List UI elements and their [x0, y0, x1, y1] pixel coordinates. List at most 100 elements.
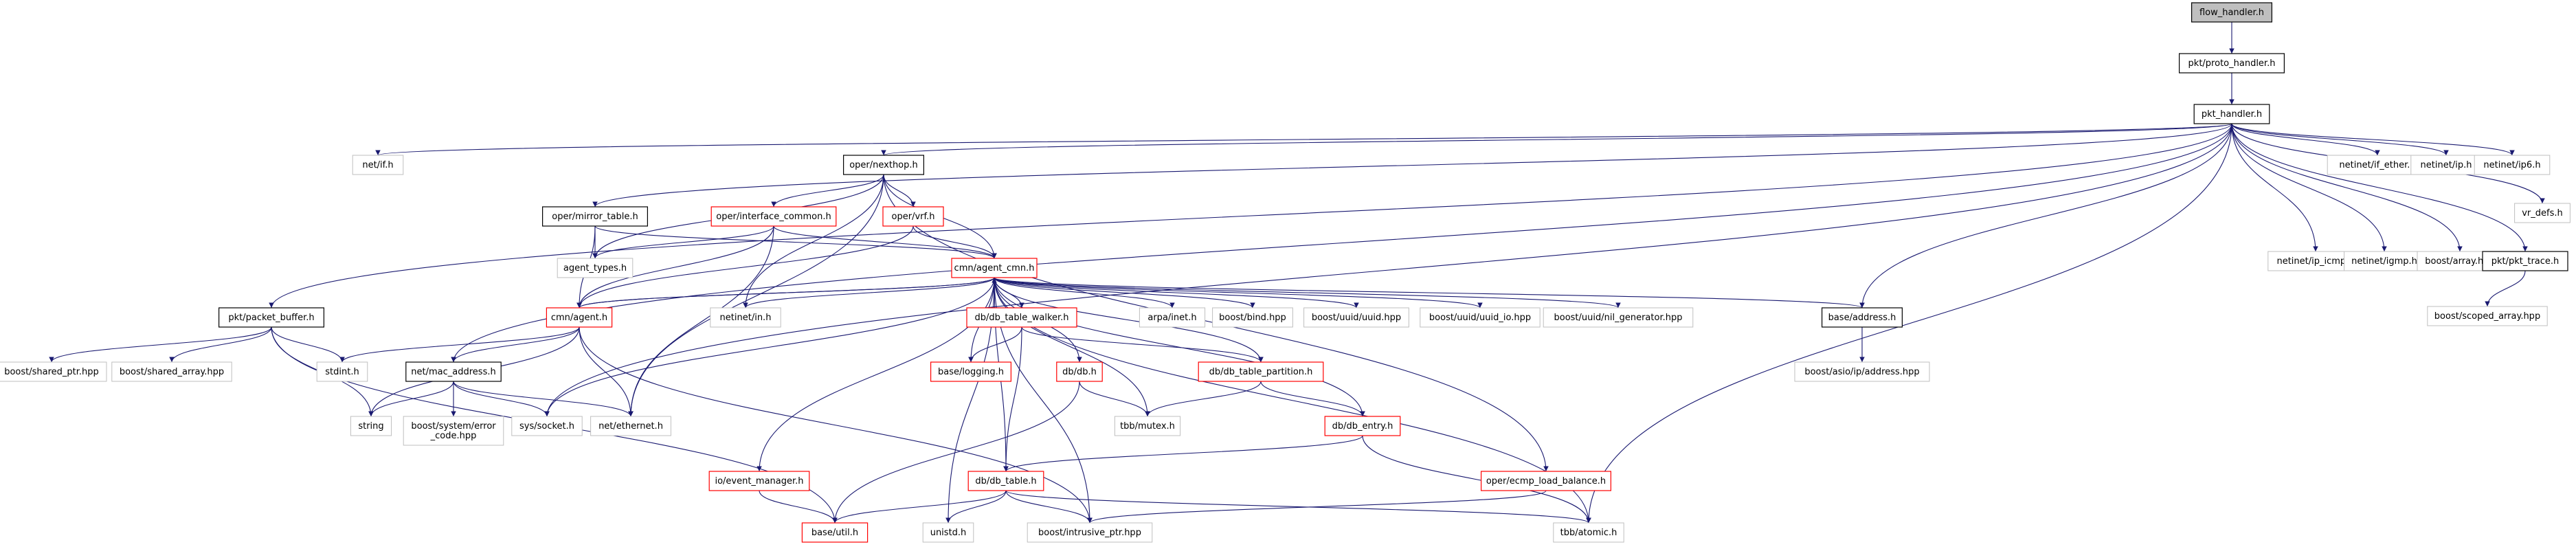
node-boost-shared-array[interactable]: boost/shared_array.hpp: [111, 361, 232, 382]
edge-db-db-to-tbb-mutex: [1079, 381, 1150, 417]
node-label: boost/shared_array.hpp: [120, 367, 224, 377]
node-db-entry[interactable]: db/db_entry.h: [1324, 416, 1401, 436]
node-box: [1056, 361, 1103, 382]
node-flow-handler[interactable]: flow_handler.h: [2191, 2, 2273, 23]
node-boost-intrusive-ptr[interactable]: boost/intrusive_ptr.hpp: [1027, 522, 1153, 543]
node-oper-nexthop[interactable]: oper/nexthop.h: [842, 155, 924, 175]
node-label: io/event_manager.h: [715, 476, 803, 486]
node-label: oper/ecmp_load_balance.h: [1486, 476, 1606, 486]
node-oper-mirror-table[interactable]: oper/mirror_table.h: [541, 206, 648, 227]
node-base-util[interactable]: base/util.h: [801, 522, 869, 543]
node-pkt-trace[interactable]: pkt/pkt_trace.h: [2482, 251, 2568, 271]
node-agent-types[interactable]: agent_types.h: [557, 258, 634, 278]
node-io-event-manager[interactable]: io/event_manager.h: [708, 471, 810, 491]
node-cmn-agent-cmn[interactable]: cmn/agent_cmn.h: [951, 258, 1038, 278]
node-box: [590, 416, 671, 436]
node-box: [2193, 104, 2270, 124]
node-stdint[interactable]: stdint.h: [316, 361, 368, 382]
node-label: boost/uuid/uuid.hpp: [1312, 313, 1401, 323]
node-label: agent_types.h: [563, 263, 627, 273]
node-oper-vrf[interactable]: oper/vrf.h: [882, 206, 944, 227]
node-label: sys/socket.h: [519, 421, 574, 432]
edge-oper-vrf-to-cmn-agent-cmn: [912, 225, 997, 259]
node-boost-shared-ptr[interactable]: boost/shared_ptr.hpp: [0, 361, 107, 382]
node-label: cmn/agent.h: [551, 313, 607, 323]
edge-cmn-agent-cmn-to-boost-bind: [994, 277, 1255, 309]
node-boost-system-error-code[interactable]: boost/system/error_code.hpp: [403, 416, 504, 446]
node-label: netinet/in.h: [720, 313, 772, 323]
node-label: db/db.h: [1062, 367, 1097, 377]
edge-cmn-agent-to-boost-intrusive-ptr: [579, 326, 1093, 524]
node-label: oper/nexthop.h: [849, 160, 918, 170]
node-boost-uuid-nil[interactable]: boost/uuid/nil_generator.hpp: [1543, 307, 1694, 328]
node-db-table-partition[interactable]: db/db_table_partition.h: [1198, 361, 1324, 382]
node-oper-ecmp-load-balance[interactable]: oper/ecmp_load_balance.h: [1481, 471, 1612, 491]
node-label: db/db_table.h: [975, 476, 1036, 486]
node-box: [2474, 155, 2551, 175]
node-pkt-handler[interactable]: pkt_handler.h: [2193, 104, 2270, 124]
node-base-logging[interactable]: base/logging.h: [930, 361, 1011, 382]
edge-cmn-agent-cmn-to-db-table-partition: [994, 277, 1264, 363]
edge-db-entry-to-db-db-table: [1003, 435, 1363, 472]
node-box: [842, 155, 924, 175]
edge-cmn-agent-to-net-ethernet: [579, 326, 634, 417]
node-netinet-igmp[interactable]: netinet/igmp.h: [2344, 251, 2425, 271]
edge-db-table-walker-to-db-db-table: [1003, 326, 1022, 472]
node-arpa-inet[interactable]: arpa/inet.h: [1139, 307, 1206, 328]
node-net-ethernet[interactable]: net/ethernet.h: [590, 416, 671, 436]
node-string[interactable]: string: [350, 416, 392, 436]
node-box: [1114, 416, 1181, 436]
edge-db-table-partition-to-tbb-mutex: [1145, 381, 1262, 417]
node-netinet-ip6[interactable]: netinet/ip6.h: [2474, 155, 2551, 175]
node-vr-defs[interactable]: vr_defs.h: [2514, 203, 2571, 223]
node-pkt-packet-buffer[interactable]: pkt/packet_buffer.h: [219, 307, 325, 328]
edge-db-entry-to-tbb-atomic: [1362, 435, 1591, 524]
edge-cmn-agent-cmn-to-netinet-in: [743, 277, 995, 309]
node-box: [2179, 53, 2285, 74]
edge-pkt-handler-to-oper-mirror-table: [592, 123, 2232, 208]
node-db-db[interactable]: db/db.h: [1056, 361, 1103, 382]
node-label: boost/shared_ptr.hpp: [4, 367, 99, 377]
node-proto-handler[interactable]: pkt/proto_handler.h: [2179, 53, 2285, 74]
node-box: [219, 307, 325, 328]
node-db-db-table[interactable]: db/db_table.h: [967, 471, 1044, 491]
edge-cmn-agent-to-net-mac-address: [451, 326, 580, 363]
node-unistd[interactable]: unistd.h: [922, 522, 974, 543]
node-cmn-agent[interactable]: cmn/agent.h: [546, 307, 613, 328]
node-netinet-in[interactable]: netinet/in.h: [710, 307, 781, 328]
node-net-mac-address[interactable]: net/mac_address.h: [405, 361, 502, 382]
node-box: [1420, 307, 1541, 328]
node-box: [710, 206, 837, 227]
node-boost-uuid[interactable]: boost/uuid/uuid.hpp: [1303, 307, 1409, 328]
node-boost-bind[interactable]: boost/bind.hpp: [1212, 307, 1293, 328]
node-label: pkt/packet_buffer.h: [228, 313, 314, 323]
node-tbb-mutex[interactable]: tbb/mutex.h: [1114, 416, 1181, 436]
node-box: [967, 471, 1044, 491]
node-label: base/util.h: [811, 528, 858, 538]
node-box: [541, 206, 648, 227]
node-box: [511, 416, 583, 436]
edge-db-table-partition-to-db-entry: [1260, 381, 1365, 417]
node-base-address[interactable]: base/address.h: [1822, 307, 1903, 328]
node-sys-socket[interactable]: sys/socket.h: [511, 416, 583, 436]
node-box: [557, 258, 634, 278]
edge-io-event-manager-to-base-util: [759, 490, 838, 524]
node-label: vr_defs.h: [2522, 208, 2563, 219]
edge-pkt-handler-to-netinet-ip-icmp: [2231, 123, 2318, 252]
node-boost-uuid-io[interactable]: boost/uuid/uuid_io.hpp: [1420, 307, 1541, 328]
node-db-table-walker[interactable]: db/db_table_walker.h: [966, 307, 1077, 328]
edge-pkt-handler-to-pkt-trace: [2231, 123, 2528, 252]
node-net-if[interactable]: net/if.h: [352, 155, 404, 175]
node-boost-asio-ip-address[interactable]: boost/asio/ip/address.hpp: [1794, 361, 1930, 382]
node-tbb-atomic[interactable]: tbb/atomic.h: [1553, 522, 1624, 543]
edge-pkt-handler-to-sys-socket: [544, 123, 2232, 417]
node-netinet-ip[interactable]: netinet/ip.h: [2410, 155, 2482, 175]
edge-oper-interface-common-to-cmn-agent: [576, 225, 774, 309]
edge-oper-nexthop-to-oper-interface-common: [771, 174, 884, 208]
node-label: netinet/igmp.h: [2351, 256, 2417, 267]
edge-cmn-agent-cmn-to-boost-uuid: [994, 277, 1359, 309]
node-oper-interface-common[interactable]: oper/interface_common.h: [710, 206, 837, 227]
node-boost-scoped-array[interactable]: boost/scoped_array.hpp: [2427, 306, 2548, 326]
node-label: arpa/inet.h: [1147, 313, 1196, 323]
